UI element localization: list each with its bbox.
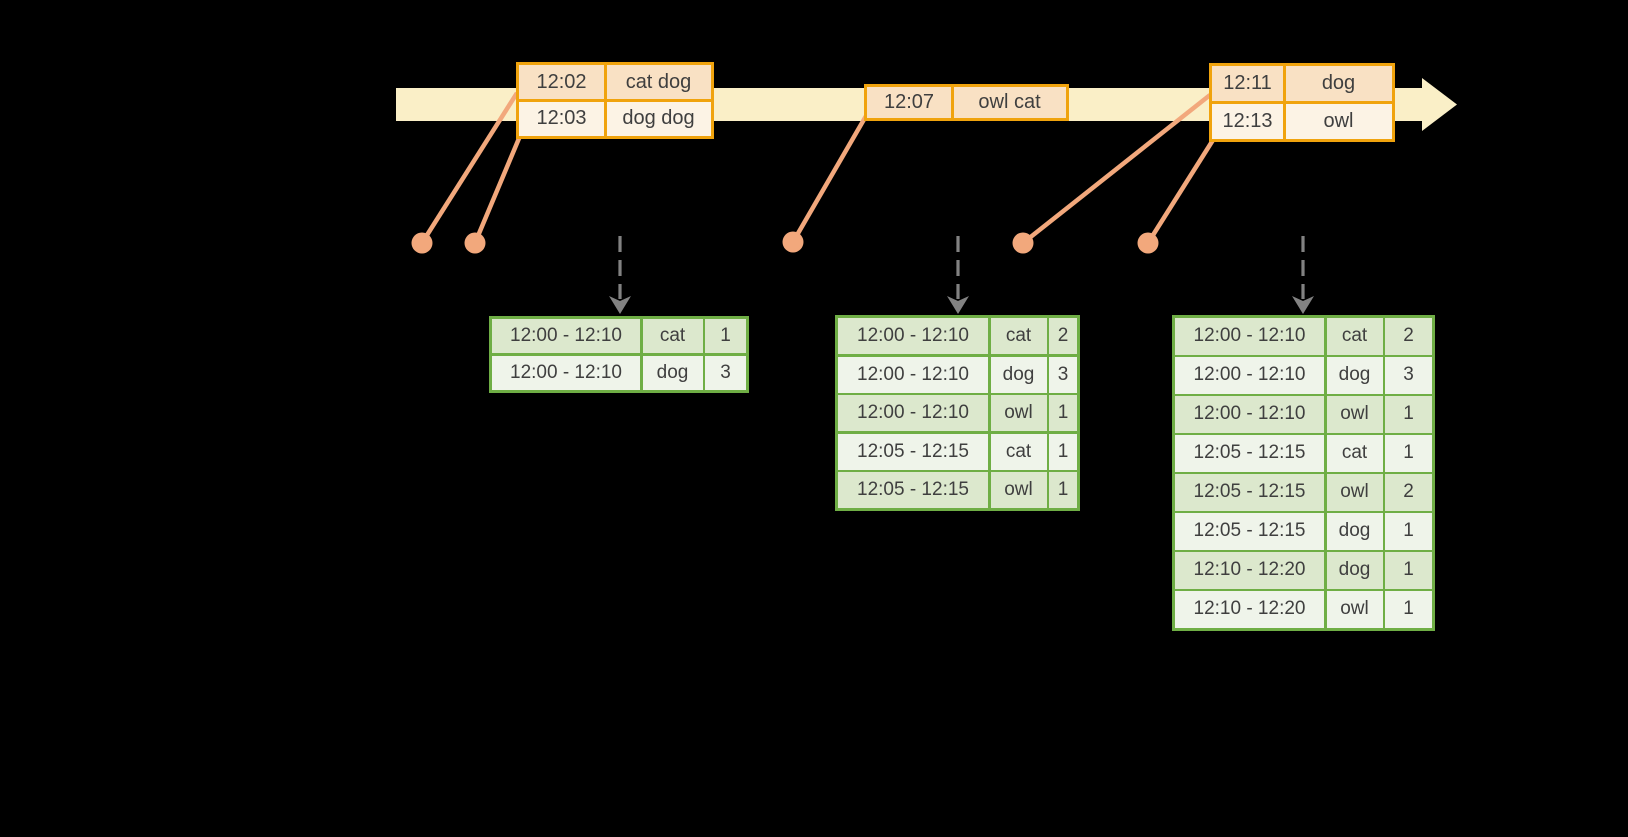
window-cell: 12:00 - 12:10 xyxy=(492,355,640,390)
window-cell: 12:00 - 12:10 xyxy=(838,356,988,393)
key-cell: owl xyxy=(990,472,1047,508)
key-cell: dog xyxy=(1326,552,1383,589)
key-cell: dog xyxy=(990,356,1047,393)
event-dot xyxy=(782,231,804,253)
event-value-cell: owl cat xyxy=(953,87,1066,118)
event-time-cell: 12:07 xyxy=(867,87,951,118)
result-table-2: 12:00 - 12:10 cat 2 12:00 - 12:10 dog 3 … xyxy=(835,315,1080,511)
event-pointer-line xyxy=(1021,93,1212,245)
key-cell: dog xyxy=(1326,357,1383,394)
event-pointer-line xyxy=(791,114,868,244)
window-cell: 12:00 - 12:10 xyxy=(838,395,988,431)
window-cell: 12:10 - 12:20 xyxy=(1175,591,1324,628)
count-cell: 1 xyxy=(705,319,746,353)
window-cell: 12:05 - 12:15 xyxy=(1175,435,1324,472)
count-cell: 1 xyxy=(1385,435,1432,472)
count-cell: 1 xyxy=(1049,395,1077,431)
event-time-cell: 12:03 xyxy=(519,101,604,136)
key-cell: dog xyxy=(642,355,703,390)
event-time-cell: 12:11 xyxy=(1212,66,1283,101)
window-cell: 12:00 - 12:10 xyxy=(838,318,988,354)
count-cell: 3 xyxy=(1049,356,1077,393)
count-cell: 3 xyxy=(1385,357,1432,394)
result-table-3: 12:00 - 12:10 cat 2 12:00 - 12:10 dog 3 … xyxy=(1172,315,1435,631)
key-cell: dog xyxy=(1326,513,1383,550)
event-dot xyxy=(464,232,486,254)
event-table-3: 12:11 dog 12:13 owl xyxy=(1209,63,1395,142)
count-cell: 1 xyxy=(1385,591,1432,628)
window-cell: 12:05 - 12:15 xyxy=(1175,474,1324,511)
count-cell: 2 xyxy=(1049,318,1077,354)
key-cell: cat xyxy=(642,319,703,353)
key-cell: cat xyxy=(990,318,1047,354)
result-table-1: 12:00 - 12:10 cat 1 12:00 - 12:10 dog 3 xyxy=(489,316,749,393)
event-dot xyxy=(1012,232,1034,254)
count-cell: 1 xyxy=(1385,396,1432,433)
event-dot xyxy=(411,232,433,254)
output-arrowhead-icon xyxy=(609,296,631,314)
key-cell: owl xyxy=(990,395,1047,431)
event-dot xyxy=(1137,232,1159,254)
timeline-arrowhead-icon xyxy=(1422,78,1457,131)
count-cell: 1 xyxy=(1049,433,1077,470)
key-cell: owl xyxy=(1326,474,1383,511)
event-pointer-line xyxy=(420,91,519,245)
window-cell: 12:00 - 12:10 xyxy=(492,319,640,353)
count-cell: 2 xyxy=(1385,474,1432,511)
window-cell: 12:00 - 12:10 xyxy=(1175,318,1324,355)
count-cell: 3 xyxy=(705,355,746,390)
window-cell: 12:05 - 12:15 xyxy=(1175,513,1324,550)
count-cell: 2 xyxy=(1385,318,1432,355)
event-value-cell: dog dog xyxy=(606,101,711,136)
event-pointer-line xyxy=(1146,138,1215,245)
event-table-2: 12:07 owl cat xyxy=(864,84,1069,121)
event-value-cell: dog xyxy=(1285,66,1392,101)
event-time-cell: 12:13 xyxy=(1212,103,1283,139)
event-pointer-line xyxy=(472,135,523,244)
key-cell: cat xyxy=(1326,318,1383,355)
output-arrowhead-icon xyxy=(1292,296,1314,314)
count-cell: 1 xyxy=(1385,552,1432,589)
window-cell: 12:00 - 12:10 xyxy=(1175,396,1324,433)
key-cell: cat xyxy=(1326,435,1383,472)
event-value-cell: cat dog xyxy=(606,65,711,99)
event-value-cell: owl xyxy=(1285,103,1392,139)
window-cell: 12:05 - 12:15 xyxy=(838,433,988,470)
key-cell: owl xyxy=(1326,396,1383,433)
event-table-1: 12:02 cat dog 12:03 dog dog xyxy=(516,62,714,139)
count-cell: 1 xyxy=(1049,472,1077,508)
event-time-cell: 12:02 xyxy=(519,65,604,99)
window-cell: 12:10 - 12:20 xyxy=(1175,552,1324,589)
window-cell: 12:05 - 12:15 xyxy=(838,472,988,508)
count-cell: 1 xyxy=(1385,513,1432,550)
key-cell: owl xyxy=(1326,591,1383,628)
key-cell: cat xyxy=(990,433,1047,470)
window-cell: 12:00 - 12:10 xyxy=(1175,357,1324,394)
output-arrowhead-icon xyxy=(947,296,969,314)
